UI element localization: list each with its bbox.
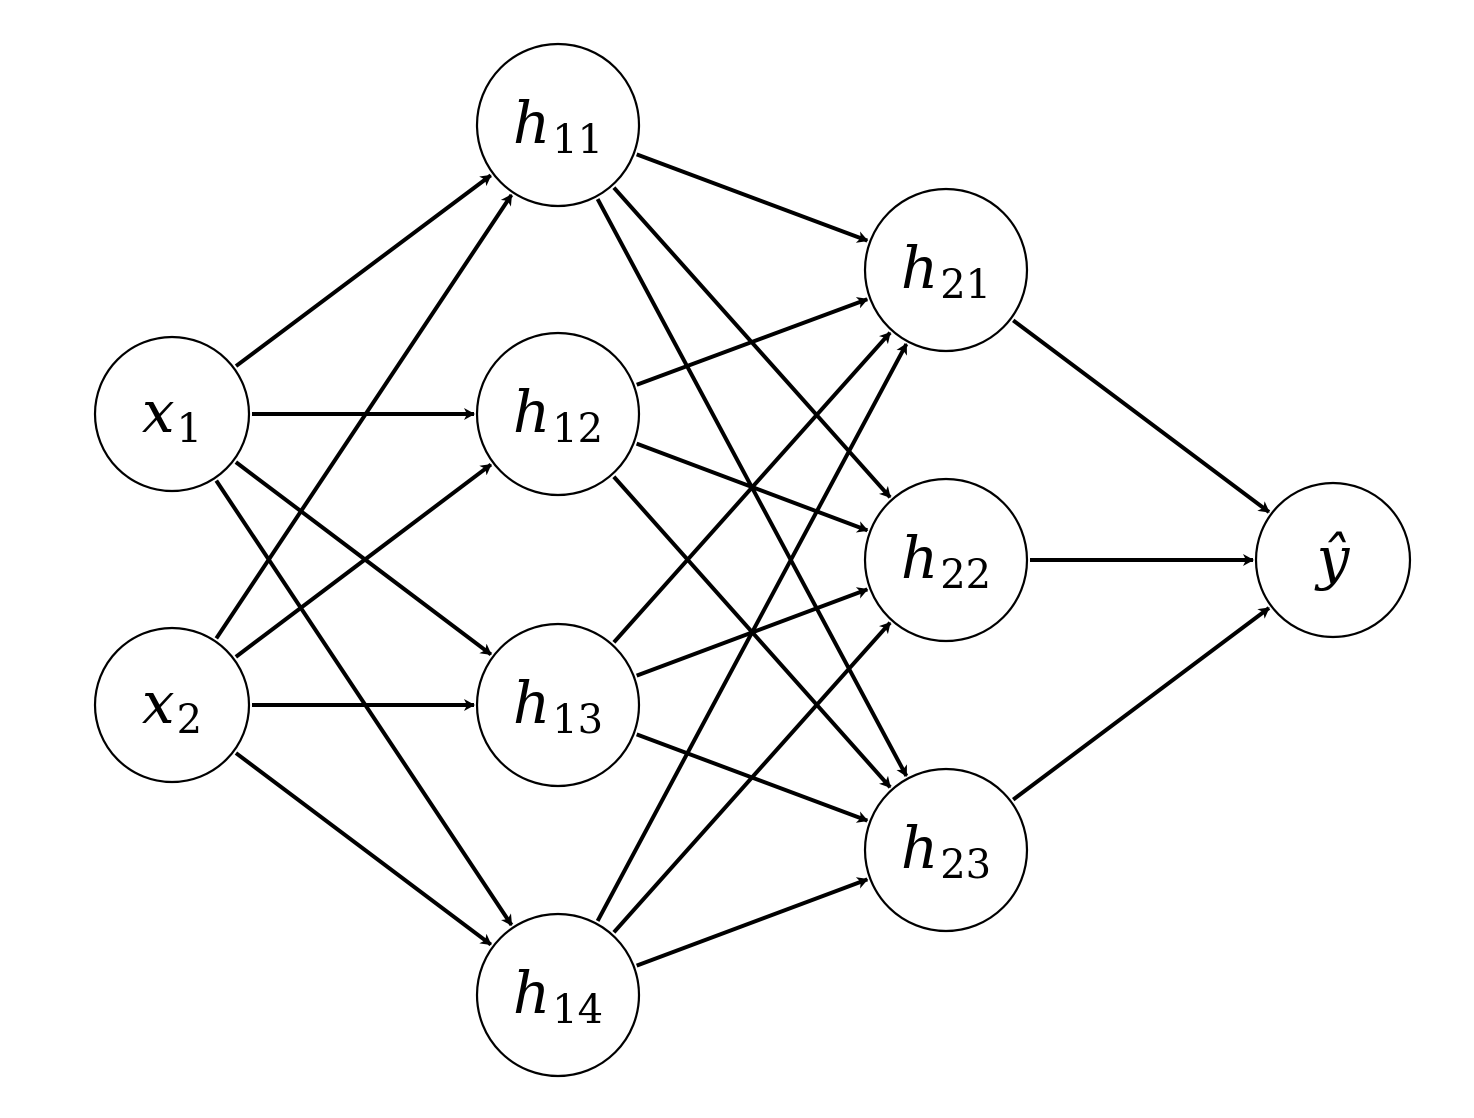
node-label-base-h13: h [513,669,550,737]
edges-layer [214,152,1271,968]
edge-h23-to-yhat [1012,606,1271,802]
node-label-base-h11: h [513,89,550,157]
node-h21: h21 [863,187,1029,353]
node-label-h23: h23 [901,814,991,888]
edge-x2-to-h11 [214,193,514,640]
node-label-subscript-x2: 2 [177,697,202,743]
edge-h12-to-h21 [636,297,869,387]
node-label-subscript-h14: 14 [552,987,603,1033]
node-label-base-h21: h [901,234,938,302]
node-label-subscript-h11: 11 [552,117,603,163]
node-label-base-h22: h [901,524,938,592]
node-circle-h22 [863,477,1029,643]
edge-h14-to-h22 [612,621,892,934]
node-label-h21: h21 [901,234,991,308]
node-label-base-x2: x [142,669,175,737]
node-yhat: ŷ [1254,481,1412,639]
node-label-h12: h12 [513,378,603,452]
edge-x2-to-h12 [234,462,493,659]
node-circle-h11 [475,42,641,208]
node-circle-x2 [93,626,251,784]
node-label-x2: x2 [142,669,202,743]
node-label-base-h23: h [901,814,938,882]
node-h14: h14 [475,912,641,1078]
node-label-base-yhat: ŷ [1314,524,1351,592]
node-h22: h22 [863,477,1029,643]
node-label-base-x1: x [142,378,175,446]
node-label-yhat: ŷ [1314,524,1351,592]
node-x1: x1 [93,335,251,493]
node-label-subscript-h23: 23 [940,842,991,888]
node-label-h13: h13 [513,669,603,743]
node-label-h14: h14 [513,959,603,1033]
edge-x1-to-h14 [214,479,514,927]
edge-h21-to-yhat [1012,318,1271,514]
node-label-subscript-h12: 12 [552,406,603,452]
node-circle-x1 [93,335,251,493]
node-h13: h13 [475,622,641,788]
edge-x2-to-h14 [234,751,493,947]
node-circle-h23 [863,767,1029,933]
edge-x1-to-h11 [234,173,492,368]
node-circle-h21 [863,187,1029,353]
node-label-x1: x1 [142,378,202,452]
edge-h14-to-h23 [635,877,869,968]
node-label-h11: h11 [513,89,603,163]
node-label-subscript-h21: 21 [940,262,991,308]
node-label-subscript-h22: 22 [940,552,991,598]
node-label-subscript-x1: 1 [177,406,202,452]
node-label-base-h12: h [513,378,550,446]
node-circle-h12 [475,331,641,497]
node-circle-h13 [475,622,641,788]
node-label-base-h14: h [513,959,550,1027]
node-h23: h23 [863,767,1029,933]
node-h12: h12 [475,331,641,497]
edge-h14-to-h21 [595,343,909,922]
node-label-subscript-h13: 13 [552,697,603,743]
node-label-h22: h22 [901,524,991,598]
node-h11: h11 [475,42,641,208]
edge-h11-to-h21 [635,152,869,243]
node-circle-h14 [475,912,641,1078]
node-x2: x2 [93,626,251,784]
edge-h13-to-h21 [612,331,892,644]
node-circle-yhat [1254,481,1412,639]
